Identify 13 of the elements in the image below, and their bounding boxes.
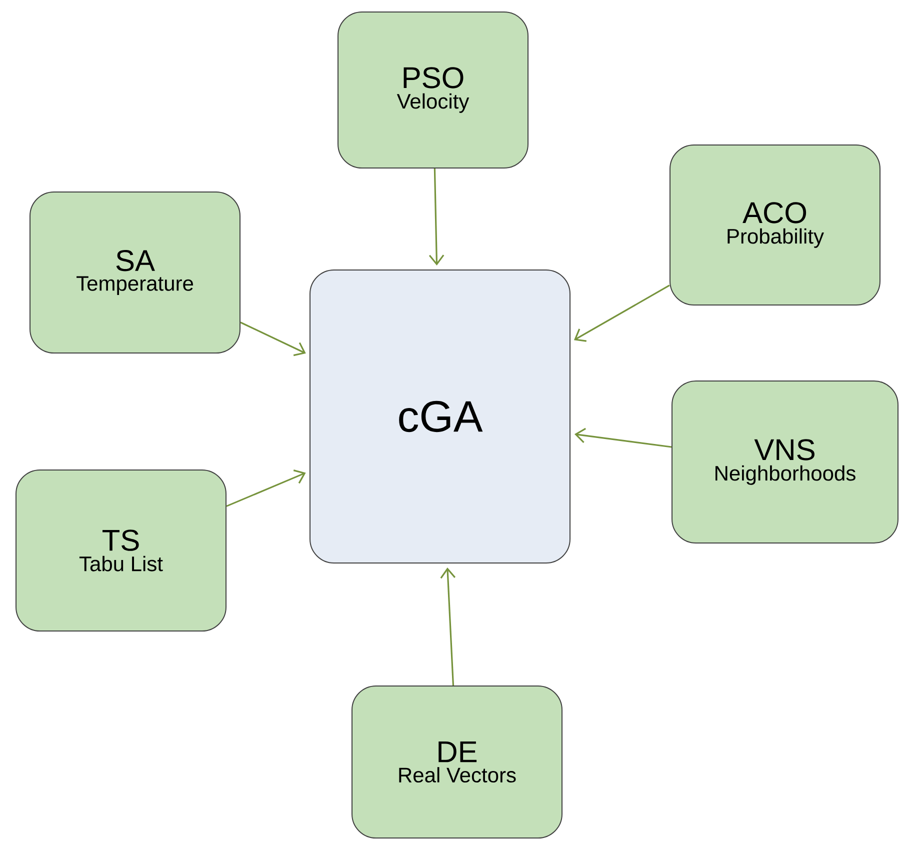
process-box: SA Temperature (30, 192, 240, 354)
arrow (428, 168, 444, 266)
arrow (240, 322, 306, 356)
process-box: PSO Velocity (338, 12, 528, 168)
process-box: DE Real Vectors (352, 686, 562, 838)
process-box: VNS Neighborhoods (672, 380, 898, 544)
process-box: cGA (310, 270, 570, 564)
process-box: ACO Probability (670, 144, 880, 306)
process-box: TS Tabu List (16, 470, 226, 632)
arrow (574, 284, 670, 342)
arrow (226, 470, 306, 507)
arrow (574, 428, 672, 448)
arrow (440, 567, 456, 686)
